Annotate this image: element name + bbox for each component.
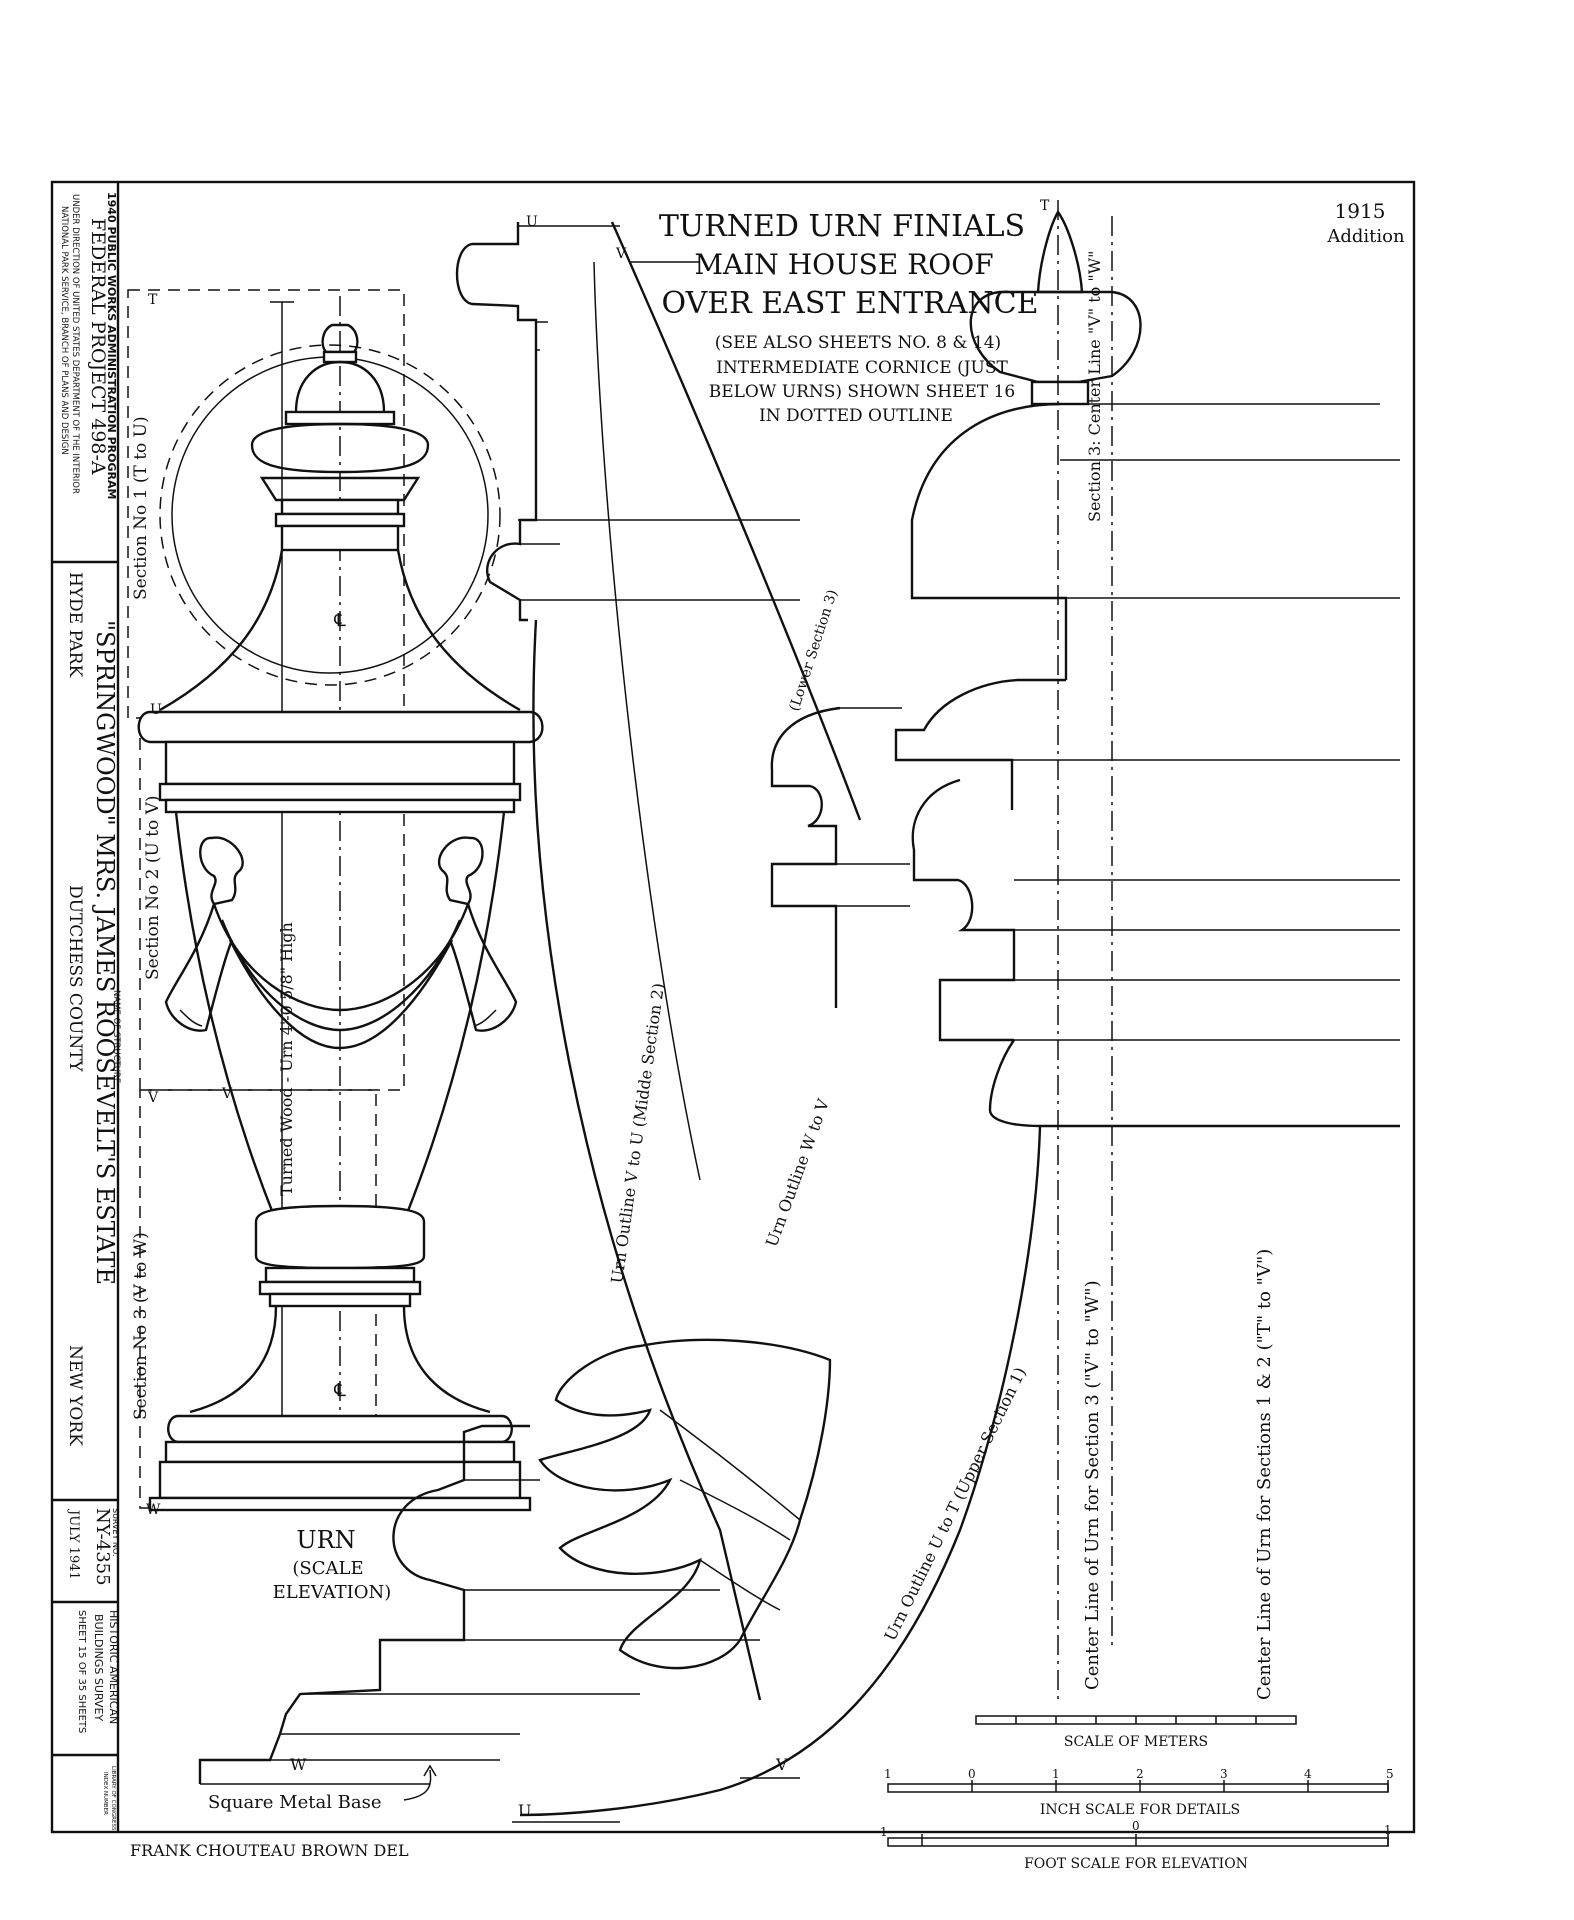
urn-elevation: ℄ ℄ Turned Wood - Urn 4'-0 5/8" High Sec… bbox=[127, 289, 544, 1603]
marker-w-elevation: W bbox=[146, 1502, 161, 1518]
centerline-sec3-top-label: Section 3: Center Line "V" to "W" bbox=[1085, 250, 1104, 522]
inch-tick-5: 4 bbox=[1304, 1767, 1312, 1781]
inch-scale-label: INCH SCALE FOR DETAILS bbox=[1040, 1802, 1240, 1818]
heading-note-1: (SEE ALSO SHEETS NO. 8 & 14) bbox=[715, 333, 1001, 353]
foot-tick-2: 1 bbox=[1384, 1823, 1392, 1837]
foot-scale-label: FOOT SCALE FOR ELEVATION bbox=[1024, 1856, 1248, 1872]
title-block: 1940 PUBLIC WORKS ADMINISTRATION PROGRAM… bbox=[52, 182, 121, 1832]
addition-label: Addition bbox=[1326, 226, 1405, 247]
inch-tick-2: 1 bbox=[1052, 1767, 1060, 1781]
inch-tick-4: 3 bbox=[1220, 1767, 1228, 1781]
delineator-credit: FRANK CHOUTEAU BROWN DEL bbox=[130, 1841, 409, 1860]
heading-line-3: OVER EAST ENTRANCE bbox=[662, 286, 1039, 321]
habs-line-2: BUILDINGS SURVEY bbox=[92, 1614, 105, 1721]
sheet-border bbox=[50, 180, 1416, 1834]
section-1-label: Section No 1 (T to U) bbox=[131, 416, 151, 600]
centerline-sec12-label: Center Line of Urn for Sections 1 & 2 ("… bbox=[1254, 1249, 1275, 1700]
marker-t-detail: T bbox=[1040, 198, 1050, 214]
inch-tick-3: 2 bbox=[1136, 1767, 1144, 1781]
inch-tick-6: 5 bbox=[1386, 1767, 1394, 1781]
heading-note-4: IN DOTTED OUTLINE bbox=[759, 406, 953, 426]
marker-u-elevation: U bbox=[150, 702, 162, 718]
profile-details: U V (Lower Section 3) W V U bbox=[198, 198, 1400, 1823]
heading-note-3: BELOW URNS) SHOWN SHEET 16 bbox=[709, 382, 1016, 402]
survey-number: NY-4355 bbox=[92, 1508, 113, 1586]
marker-v-elevation-1: V bbox=[147, 1090, 159, 1106]
marker-u-base: U bbox=[518, 1801, 531, 1820]
marker-w-base: W bbox=[290, 1755, 307, 1774]
inch-tick-0: 1 bbox=[884, 1767, 892, 1781]
section-3-label: Section No 3 (V to W) bbox=[131, 1232, 151, 1420]
habs-line-1: HISTORIC AMERICAN bbox=[107, 1610, 120, 1724]
meters-scale-label: SCALE OF METERS bbox=[1064, 1734, 1208, 1750]
centerline-sec3-label: Center Line of Urn for Section 3 ("V" to… bbox=[1082, 1280, 1103, 1690]
urn-title: URN bbox=[296, 1526, 355, 1554]
marker-v-base: V bbox=[775, 1755, 788, 1774]
location-town: HYDE PARK bbox=[65, 572, 85, 677]
survey-label: SURVEY NO. bbox=[111, 1508, 120, 1557]
direction-line-2: NATIONAL PARK SERVICE, BRANCH OF PLANS A… bbox=[59, 206, 69, 455]
urn-elevation-label: ELEVATION) bbox=[273, 1582, 392, 1603]
foot-tick-0: 1 bbox=[880, 1825, 888, 1839]
location-county: DUTCHESS COUNTY bbox=[65, 885, 85, 1072]
program-text: 1940 PUBLIC WORKS ADMINISTRATION PROGRAM bbox=[105, 192, 118, 499]
section-2-label: Section No 2 (U to V) bbox=[143, 795, 163, 980]
addition-year: 1915 bbox=[1335, 199, 1386, 223]
heading-block: TURNED URN FINIALS MAIN HOUSE ROOF OVER … bbox=[659, 209, 1039, 426]
outline-w-v-label: Urn Outline W to V bbox=[762, 1096, 833, 1249]
sheet-number: SHEET 15 OF 35 SHEETS bbox=[76, 1610, 87, 1733]
outline-v-u-label: Urn Outline V to U (Midde Section 2) bbox=[607, 982, 668, 1285]
foot-tick-1: 0 bbox=[1132, 1819, 1140, 1833]
survey-date: JULY 1941 bbox=[66, 1508, 81, 1580]
square-metal-base-label: Square Metal Base bbox=[208, 1792, 382, 1813]
marker-u-top: U bbox=[526, 214, 538, 230]
outline-u-t-label: Urn Outline U to T (Upper Section 1) bbox=[881, 1364, 1030, 1644]
name-of-structure-label: NAME OF STRUCTURE bbox=[111, 990, 121, 1083]
centerline-mark-lower: ℄ bbox=[333, 1380, 346, 1401]
marker-v-elevation-2: V bbox=[221, 1086, 233, 1102]
loc-line-1: LIBRARY OF CONGRESS bbox=[110, 1766, 116, 1831]
heading-line-2: MAIN HOUSE ROOF bbox=[694, 248, 993, 281]
urn-scale-label: (SCALE bbox=[292, 1558, 363, 1579]
loc-line-2: INDEX NUMBER bbox=[102, 1772, 108, 1815]
location-state: NEW YORK bbox=[65, 1345, 85, 1446]
heading-note-2: INTERMEDIATE CORNICE (JUST bbox=[716, 358, 1008, 378]
direction-line-1: UNDER DIRECTION OF UNITED STATES DEPARTM… bbox=[70, 194, 80, 494]
marker-t-elevation: T bbox=[148, 292, 158, 308]
project-text: FEDERAL PROJECT 498-A bbox=[87, 218, 109, 475]
centerline-mark-upper: ℄ bbox=[333, 610, 346, 631]
inch-tick-1: 0 bbox=[968, 1767, 976, 1781]
heading-line-1: TURNED URN FINIALS bbox=[659, 209, 1025, 244]
height-note: Turned Wood - Urn 4'-0 5/8" High bbox=[277, 922, 296, 1196]
scales: SCALE OF METERS 1 0 1 2 3 4 5 INCH SCALE… bbox=[880, 1715, 1394, 1872]
structure-name: "SPRINGWOOD" MRS. JAMES ROOSEVELT'S ESTA… bbox=[91, 620, 119, 1285]
